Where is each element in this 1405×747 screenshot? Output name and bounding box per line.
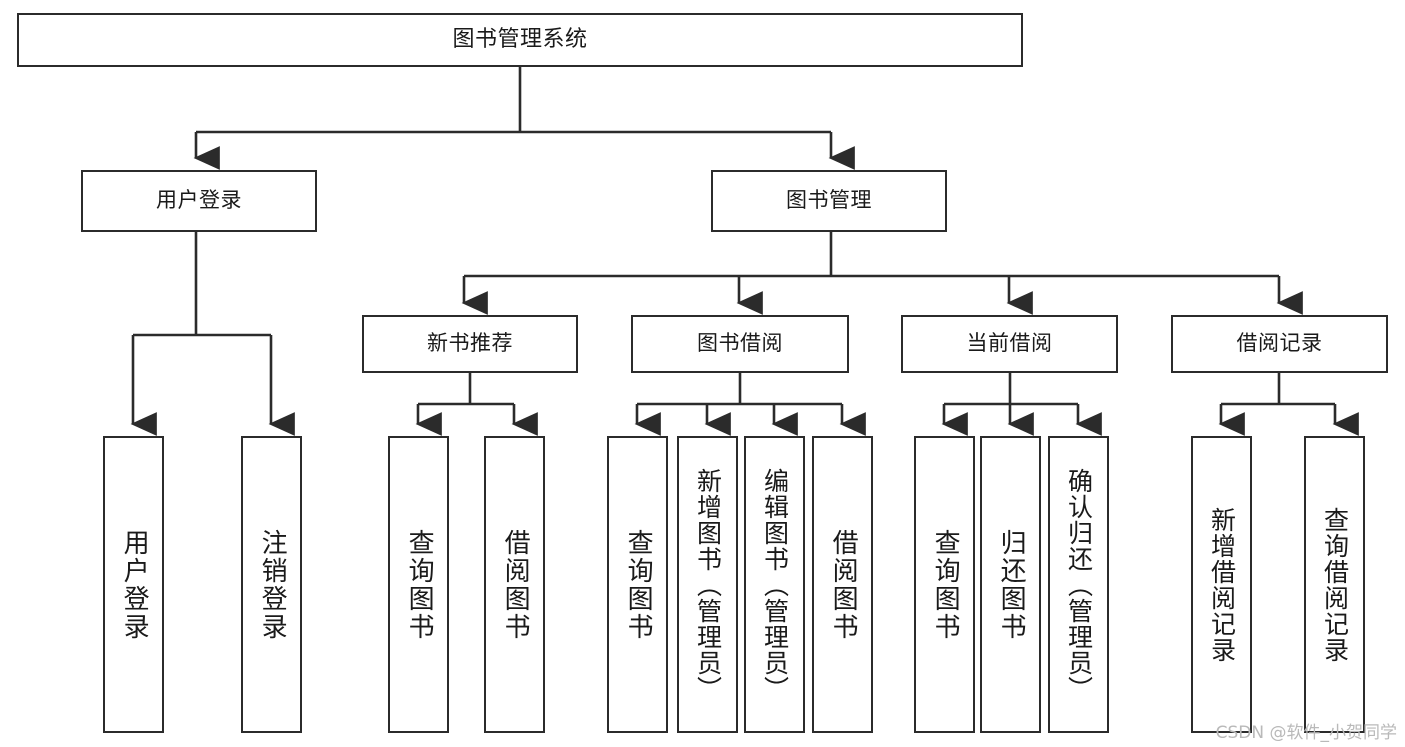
node-leaf-user-logout-label: 注销登录 bbox=[257, 528, 288, 641]
node-root-label: 图书管理系统 bbox=[452, 26, 588, 52]
node-leaf-query-book-1[interactable]: 查询图书 bbox=[388, 436, 449, 733]
node-leaf-borrow-book-1-label: 借阅图书 bbox=[500, 528, 531, 641]
node-root[interactable]: 图书管理系统 bbox=[17, 13, 1023, 67]
node-leaf-user-login-label: 用户登录 bbox=[119, 528, 150, 641]
node-leaf-edit-book-label: 编辑图书（管理员） bbox=[760, 467, 790, 702]
node-user-login[interactable]: 用户登录 bbox=[81, 170, 317, 232]
node-leaf-borrow-book-2-label: 借阅图书 bbox=[828, 528, 859, 641]
node-leaf-confirm-return-label: 确认归还（管理员） bbox=[1064, 467, 1094, 702]
node-leaf-add-book[interactable]: 新增图书（管理员） bbox=[677, 436, 738, 733]
node-leaf-add-record[interactable]: 新增借阅记录 bbox=[1191, 436, 1252, 733]
node-leaf-query-record[interactable]: 查询借阅记录 bbox=[1304, 436, 1365, 733]
csdn-watermark: CSDN @软件_小贺同学 bbox=[1215, 723, 1397, 743]
node-new-book-rec[interactable]: 新书推荐 bbox=[362, 315, 578, 373]
node-leaf-add-book-label: 新增图书（管理员） bbox=[693, 467, 723, 702]
node-leaf-return-book[interactable]: 归还图书 bbox=[980, 436, 1041, 733]
node-leaf-query-book-2[interactable]: 查询图书 bbox=[607, 436, 668, 733]
node-leaf-confirm-return[interactable]: 确认归还（管理员） bbox=[1048, 436, 1109, 733]
node-current-borrow[interactable]: 当前借阅 bbox=[901, 315, 1118, 373]
node-leaf-user-login[interactable]: 用户登录 bbox=[103, 436, 164, 733]
node-leaf-query-book-1-label: 查询图书 bbox=[404, 528, 435, 641]
node-leaf-user-logout[interactable]: 注销登录 bbox=[241, 436, 302, 733]
node-new-book-rec-label: 新书推荐 bbox=[427, 331, 513, 356]
node-leaf-query-book-2-label: 查询图书 bbox=[623, 528, 654, 641]
node-leaf-query-book-3-label: 查询图书 bbox=[930, 528, 961, 641]
node-leaf-query-book-3[interactable]: 查询图书 bbox=[914, 436, 975, 733]
node-book-manage[interactable]: 图书管理 bbox=[711, 170, 947, 232]
node-leaf-borrow-book-1[interactable]: 借阅图书 bbox=[484, 436, 545, 733]
node-borrow-record-label: 借阅记录 bbox=[1236, 331, 1323, 356]
node-leaf-add-record-label: 新增借阅记录 bbox=[1207, 506, 1237, 663]
node-leaf-query-record-label: 查询借阅记录 bbox=[1320, 506, 1350, 663]
node-book-borrow-label: 图书借阅 bbox=[697, 331, 783, 356]
node-borrow-record[interactable]: 借阅记录 bbox=[1171, 315, 1388, 373]
node-user-login-label: 用户登录 bbox=[156, 188, 242, 213]
node-leaf-return-book-label: 归还图书 bbox=[996, 528, 1027, 641]
node-leaf-borrow-book-2[interactable]: 借阅图书 bbox=[812, 436, 873, 733]
node-leaf-edit-book[interactable]: 编辑图书（管理员） bbox=[744, 436, 805, 733]
node-current-borrow-label: 当前借阅 bbox=[966, 331, 1053, 356]
node-book-borrow[interactable]: 图书借阅 bbox=[631, 315, 849, 373]
node-book-manage-label: 图书管理 bbox=[786, 188, 872, 213]
